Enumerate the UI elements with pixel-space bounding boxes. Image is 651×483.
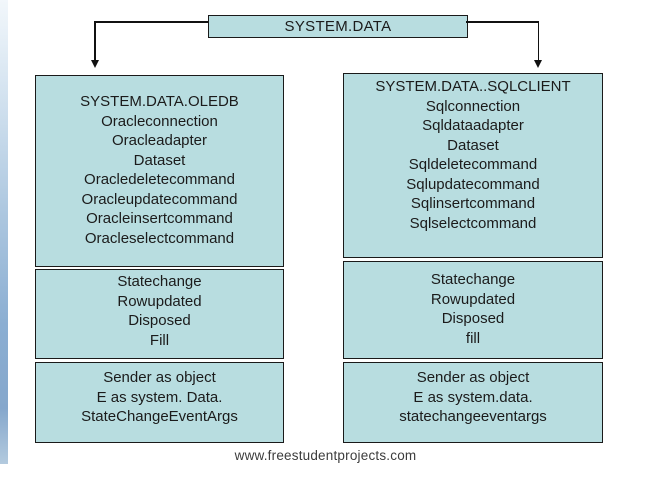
connector-right-vertical — [537, 21, 539, 61]
connector-left-horizontal — [94, 21, 208, 23]
sqlclient-class-line: Sqlinsertcommand — [410, 195, 536, 212]
sqlclient-class-line: Sqldataadapter — [422, 117, 524, 134]
oledb-eventargs-box: Sender as object E as system. Data. Stat… — [35, 362, 284, 443]
arrowhead-right-icon — [534, 60, 542, 68]
sqlclient-eventarg-line: statechangeeventargs — [399, 408, 547, 425]
oledb-event-line: Rowupdated — [117, 292, 202, 310]
sqlclient-event-line: Statechange — [430, 271, 516, 288]
footer-watermark: www.freestudentprojects.com — [234, 448, 417, 463]
sqlclient-class-line: Sqlconnection — [425, 97, 521, 115]
oledb-class-line: Oracleconnection — [101, 112, 218, 130]
oledb-events-box: Statechange Rowupdated Disposed Fill — [35, 269, 284, 359]
oledb-class-line: Oracleinsertcommand — [86, 210, 233, 227]
sqlclient-class-line: Sqlupdatecommand — [406, 175, 540, 193]
oledb-event-line: Fill — [149, 331, 170, 349]
oledb-class-line: Oracleselectcommand — [84, 229, 235, 247]
oledb-event-line: Statechange — [117, 273, 202, 290]
sqlclient-event-line: Rowupdated — [430, 290, 516, 308]
sqlclient-class-line: SYSTEM.DATA..SQLCLIENT — [375, 78, 571, 95]
sqlclient-class-line: Dataset — [447, 136, 499, 154]
oledb-class-line: SYSTEM.DATA.OLEDB — [80, 93, 239, 110]
oledb-eventarg-line: StateChangeEventArgs — [81, 408, 238, 425]
oledb-class-line: Oracledeletecommand — [84, 171, 235, 188]
oledb-eventarg-line: Sender as object — [103, 369, 216, 386]
sqlclient-events-box: Statechange Rowupdated Disposed fill — [343, 261, 603, 359]
root-node-label: SYSTEM.DATA — [284, 18, 392, 35]
oledb-class-line: Oracleadapter — [111, 132, 208, 149]
oledb-classes-box: SYSTEM.DATA.OLEDB Oracleconnection Oracl… — [35, 75, 284, 267]
sqlclient-classes-box: SYSTEM.DATA..SQLCLIENT Sqlconnection Sql… — [343, 73, 603, 258]
sqlclient-eventarg-line: Sender as object — [416, 369, 530, 386]
sqlclient-class-line: Sqldeletecommand — [408, 156, 538, 173]
oledb-class-line: Oracleupdatecommand — [81, 190, 238, 208]
sqlclient-event-line: Disposed — [441, 310, 505, 327]
sqlclient-eventarg-line: E as system.data. — [413, 388, 533, 406]
sqlclient-class-line: Sqlselectcommand — [409, 214, 537, 232]
root-node-system-data: SYSTEM.DATA — [208, 15, 468, 38]
oledb-class-line: Dataset — [133, 151, 186, 169]
oledb-event-line: Disposed — [128, 312, 191, 329]
page-edge-gradient — [0, 0, 8, 464]
oledb-eventarg-line: E as system. Data. — [96, 388, 223, 406]
sqlclient-event-line: fill — [465, 329, 481, 347]
arrowhead-left-icon — [90, 60, 99, 68]
connector-left-vertical — [94, 21, 96, 61]
sqlclient-eventargs-box: Sender as object E as system.data. state… — [343, 362, 603, 443]
connector-right-horizontal — [466, 21, 539, 23]
